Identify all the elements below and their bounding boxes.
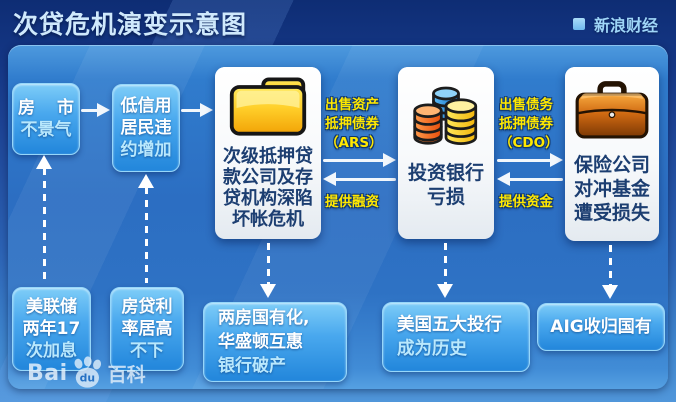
- baidu-paw-icon: du: [74, 356, 101, 388]
- insurance-hedgefund-box: 保险公司 对冲基金 遭受损失: [565, 67, 659, 241]
- sina-finance-brand: 新浪财经: [572, 12, 658, 36]
- watermark-baike-text: 百科: [107, 363, 146, 386]
- subprime-lenders-box: 次级抵押贷 款公司及存 贷机构深陷 坏帐危机: [215, 67, 321, 239]
- arrow-housing-to-credit: [81, 103, 110, 117]
- arrow-invest-to-insurance: [497, 153, 563, 167]
- subprime-line2: 款公司及存: [223, 167, 313, 188]
- brand-label: 新浪财经: [593, 16, 658, 35]
- aig-line1: AIG收归国有: [550, 317, 652, 337]
- ars-provide-label: 提供融资: [325, 194, 379, 210]
- arrow-insurance-to-aig: [602, 245, 619, 299]
- fed-line3: 次加息: [26, 341, 77, 361]
- fannie-line2: 华盛顿互惠: [218, 332, 303, 352]
- housing-market-box: 房 市 不景气: [12, 83, 80, 155]
- investment-banks-box: 投资银行 亏损: [398, 67, 494, 239]
- rate-line1: 房贷利: [121, 297, 173, 317]
- credit-line3: 约增加: [120, 140, 172, 160]
- five-ibanks-box: 美国五大投行 成为历史: [382, 302, 530, 372]
- subprime-line3: 贷机构深陷: [223, 188, 313, 209]
- credit-default-box: 低信用 居民违 约增加: [112, 84, 180, 172]
- rate-line2: 率居高: [121, 319, 173, 339]
- invest-line1: 投资银行: [407, 162, 484, 184]
- arrow-invest-to-subprime: [323, 172, 396, 186]
- arrow-rate-to-credit: [138, 174, 155, 283]
- briefcase-icon: [575, 81, 649, 139]
- arrow-invest-to-banks: [437, 243, 454, 298]
- cdo-sell-label: 出售债务 抵押债券 （CDO）: [499, 97, 559, 151]
- banks-line1: 美国五大投行: [397, 315, 502, 335]
- page-title: 次贷危机演变示意图: [13, 10, 248, 39]
- sina-square-icon: [572, 18, 585, 30]
- credit-line1: 低信用: [120, 96, 172, 116]
- fed-line1: 美联储: [26, 297, 77, 317]
- ars-sell-label: 出售资产 抵押债券 （ARS）: [325, 97, 383, 151]
- fannie-line1: 两房国有化,: [218, 308, 310, 328]
- coins-icon: [413, 86, 478, 145]
- subprime-line4: 坏帐危机: [232, 209, 304, 230]
- insurance-line2: 对冲基金: [573, 178, 650, 200]
- insurance-line3: 遭受损失: [573, 202, 650, 224]
- banks-line2: 成为历史: [397, 339, 467, 359]
- arrow-subprime-to-invest: [323, 153, 396, 167]
- svg-text:du: du: [79, 372, 94, 385]
- insurance-line1: 保险公司: [573, 154, 650, 176]
- aig-nationalized-box: AIG收归国有: [537, 303, 665, 351]
- fannie-line3: 银行破产: [218, 356, 286, 376]
- rate-line3: 不下: [130, 341, 164, 361]
- fed-rate-hikes-box: 美联储 两年17 次加息: [12, 287, 91, 371]
- arrow-credit-to-subprime: [181, 103, 213, 117]
- credit-line2: 居民违: [120, 118, 172, 138]
- folder-icon: [229, 77, 307, 136]
- subprime-line1: 次级抵押贷: [223, 146, 313, 167]
- arrow-insurance-to-invest: [497, 172, 563, 186]
- mortgage-rate-box: 房贷利 率居高 不下: [110, 287, 184, 371]
- housing-line1: 房 市: [18, 98, 74, 118]
- fed-line2: 两年17: [22, 319, 81, 339]
- housing-line2: 不景气: [20, 120, 72, 140]
- watermark-bai-text: Bai: [27, 360, 68, 386]
- fannie-freddie-box: 两房国有化, 华盛顿互惠 银行破产: [203, 302, 347, 382]
- arrow-subprime-to-fannie: [260, 243, 277, 298]
- invest-line2: 亏损: [426, 186, 465, 208]
- baidu-baike-watermark: Bai du 百科: [27, 356, 146, 390]
- cdo-provide-label: 提供资金: [499, 194, 553, 210]
- arrow-fed-to-housing: [36, 155, 53, 283]
